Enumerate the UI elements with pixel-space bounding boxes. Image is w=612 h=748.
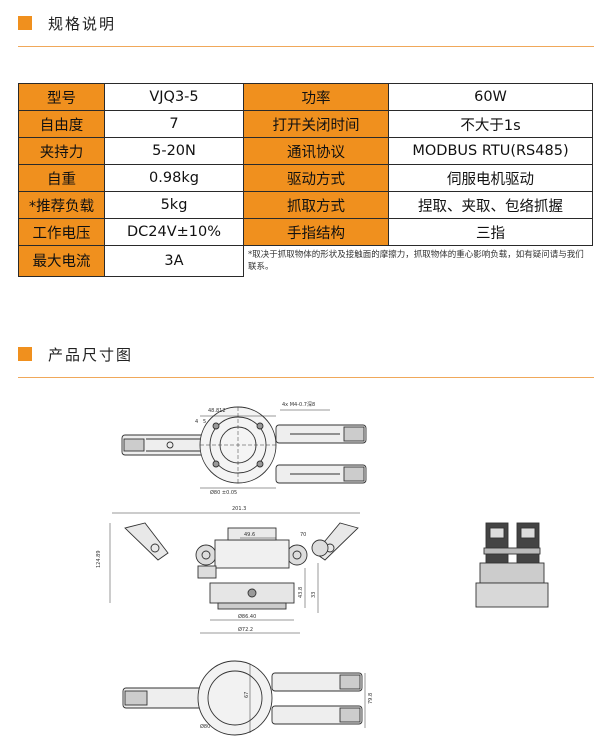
spec-value: 伺服电机驱动 xyxy=(388,164,593,192)
spec-label: 手指结构 xyxy=(243,218,389,246)
top-view xyxy=(121,406,367,489)
dim-label: 4 xyxy=(195,419,198,425)
spec-label: *推荐负载 xyxy=(18,191,105,219)
table-row: 型号 VJQ3-5 功率 60W xyxy=(18,83,593,111)
dim-label: Ø72.2 xyxy=(238,626,253,633)
dim-label: 43.8 xyxy=(298,587,304,598)
front-view xyxy=(109,512,360,634)
spec-value: 不大于1s xyxy=(388,110,593,138)
dimension-section-header: 产品尺寸图 xyxy=(18,342,133,366)
spec-value: 7 xyxy=(104,110,244,138)
dim-label: 5 xyxy=(203,419,206,425)
bottom-view xyxy=(122,660,366,736)
spec-value: VJQ3-5 xyxy=(104,83,244,111)
dim-label: 33 xyxy=(311,592,317,598)
spec-value: DC24V±10% xyxy=(104,218,244,246)
table-row: 自由度 7 打开关闭时间 不大于1s xyxy=(18,110,593,138)
dim-label: Ø86.40 xyxy=(238,613,256,620)
section-divider xyxy=(18,46,594,47)
spec-label: 打开关闭时间 xyxy=(243,110,389,138)
section-marker-icon xyxy=(18,16,32,30)
spec-section-header: 规格说明 xyxy=(18,11,116,35)
spec-label: 驱动方式 xyxy=(243,164,389,192)
spec-footnote: *取决于抓取物体的形状及接触面的摩擦力，抓取物体的重心影响负载，如有疑问请与我们… xyxy=(248,250,584,272)
spec-value: 60W xyxy=(388,83,593,111)
spec-value: 三指 xyxy=(388,218,593,246)
spec-value: 3A xyxy=(104,245,244,277)
spec-label: 抓取方式 xyxy=(243,191,389,219)
spec-label: 最大电流 xyxy=(18,245,105,277)
dim-label: Ø80 ±0.05 xyxy=(210,489,237,496)
dim-label: 201.3 xyxy=(232,506,246,512)
dim-label: 4x M4-0.7深8 xyxy=(282,401,315,408)
dimension-drawing: 48.812 4 5 4x M4-0.7深8 Ø80 ±0.05 201.3 4… xyxy=(96,401,549,736)
dim-label: 70 xyxy=(300,532,306,538)
spec-label: 自由度 xyxy=(18,110,105,138)
spec-value: 5-20N xyxy=(104,137,244,165)
section-divider xyxy=(18,377,594,378)
table-row: 最大电流 3A *取决于抓取物体的形状及接触面的摩擦力，抓取物体的重心影响负载，… xyxy=(18,245,593,277)
section-title-spec: 规格说明 xyxy=(48,14,117,33)
section-title-dimension: 产品尺寸图 xyxy=(48,345,134,364)
spec-value: 捏取、夹取、包络抓握 xyxy=(388,191,593,219)
dim-label: 49.6 xyxy=(244,532,255,538)
table-row: 夹持力 5-20N 通讯协议 MODBUS RTU(RS485) xyxy=(18,137,593,165)
spec-table: 型号 VJQ3-5 功率 60W 自由度 7 打开关闭时间 不大于1s 夹持力 … xyxy=(18,83,593,277)
spec-label: 工作电压 xyxy=(18,218,105,246)
table-row: *推荐负载 5kg 抓取方式 捏取、夹取、包络抓握 xyxy=(18,191,593,219)
side-view xyxy=(475,522,549,608)
dim-label: 48.812 xyxy=(208,408,226,414)
spec-value: MODBUS RTU(RS485) xyxy=(388,137,593,165)
spec-label: 通讯协议 xyxy=(243,137,389,165)
spec-label: 型号 xyxy=(18,83,105,111)
spec-label: 功率 xyxy=(243,83,389,111)
spec-value: 5kg xyxy=(104,191,244,219)
spec-label: 自重 xyxy=(18,164,105,192)
dim-label: 79.8 xyxy=(368,693,374,704)
table-row: 自重 0.98kg 驱动方式 伺服电机驱动 xyxy=(18,164,593,192)
spec-value: 0.98kg xyxy=(104,164,244,192)
dim-label: 124.89 xyxy=(96,551,102,569)
spec-label: 夹持力 xyxy=(18,137,105,165)
section-marker-icon xyxy=(18,347,32,361)
dim-label: 67 xyxy=(244,692,250,698)
table-row: 工作电压 DC24V±10% 手指结构 三指 xyxy=(18,218,593,246)
dim-label: Ø80 xyxy=(200,723,210,730)
